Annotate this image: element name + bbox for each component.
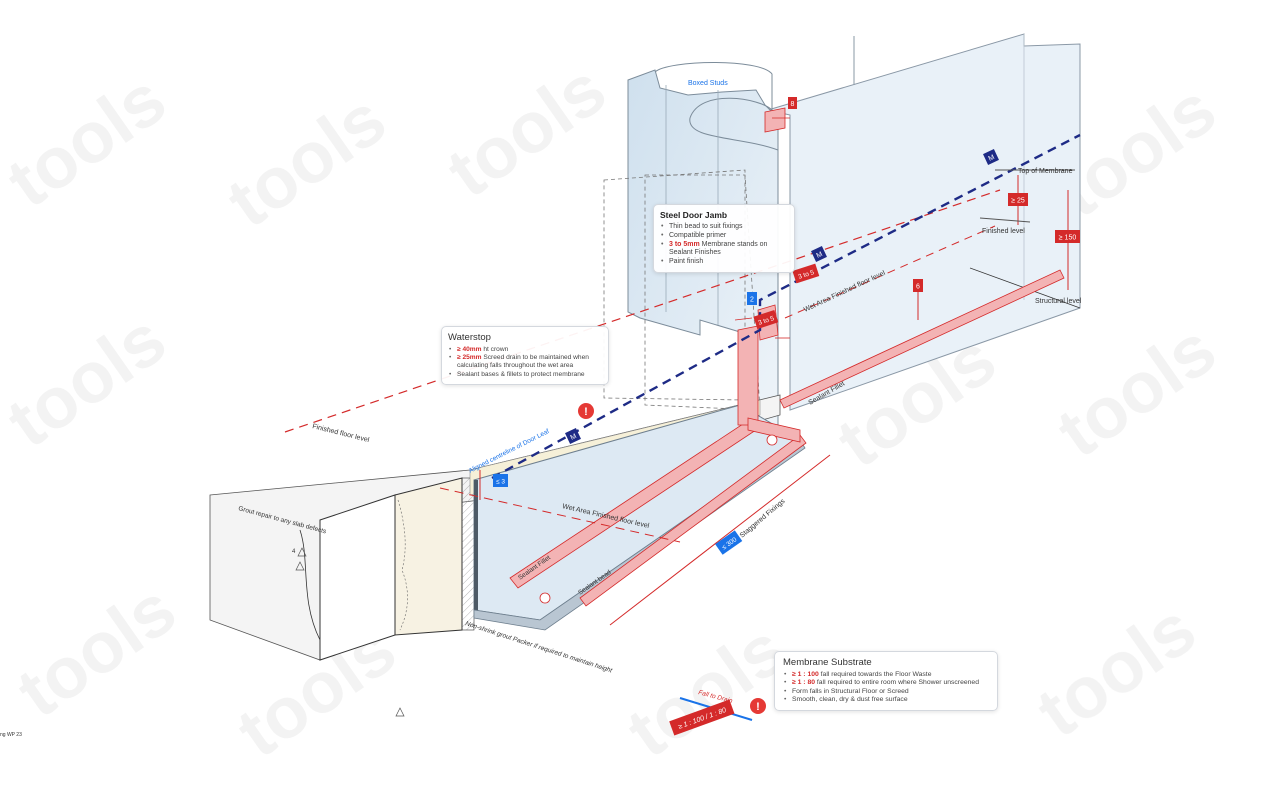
badge-3to5-right-text: 3 to 5 <box>797 269 815 281</box>
label-staggered-fixings: Staggered Fixings <box>739 498 787 540</box>
list-item: ≥ 40mm ht crown <box>449 346 602 354</box>
list-item: Compatible primer <box>661 232 788 241</box>
badge-le3: ≤ 3 <box>493 474 508 487</box>
badge-m-low: M <box>565 428 581 444</box>
alert-icon-glyph: ! <box>584 406 588 418</box>
label-structural-level: Structural level <box>1035 298 1082 305</box>
list-item: ≥ 1 : 80 fall required to entire room wh… <box>784 679 989 688</box>
waterstop-angle <box>473 404 806 631</box>
wall-panel <box>766 33 1081 411</box>
leader-arrows <box>734 117 790 339</box>
waterstop-title: Waterstop <box>448 332 491 343</box>
level-markers <box>295 547 405 717</box>
list-item: ≥ 1 : 100 fall required towards the Floo… <box>784 671 989 680</box>
badge-2-text: 2 <box>750 297 754 304</box>
badge-m-mid: M <box>811 246 827 262</box>
list-item: 3 to 5mm Membrane stands on Sealant Fini… <box>661 241 788 259</box>
badge-3to5-right: 3 to 5 <box>792 263 820 284</box>
watermark-text: tools <box>3 569 190 733</box>
badge-m-top-text: M <box>988 154 996 163</box>
label-triangle-4: 4 <box>292 549 296 555</box>
list-item: Paint finish <box>661 258 788 267</box>
badge-8: 8 <box>788 97 797 109</box>
waterstop-card: Waterstop ≥ 40mm ht crown ≥ 25mm Screed … <box>441 326 609 385</box>
badge-150-text: ≥ 150 <box>1059 235 1077 242</box>
list-item: Form falls in Structural Floor or Screed <box>784 688 989 697</box>
footer-note: ng WP 23 <box>0 732 22 738</box>
badge-8-text: 8 <box>791 101 795 108</box>
badge-le3-text: ≤ 3 <box>496 479 505 486</box>
list-item: Thin bead to suit fixings <box>661 223 788 232</box>
badge-3to5-left: 3 to 5 <box>753 309 779 330</box>
waterstop-list: ≥ 40mm ht crown ≥ 25mm Screed drain to b… <box>448 346 602 379</box>
badge-6-text: 6 <box>916 284 920 291</box>
label-finished-floor-level: Finished floor level <box>312 423 371 444</box>
membrane-substrate-title: Membrane Substrate <box>783 657 872 668</box>
badge-m-low-text: M <box>570 433 578 442</box>
alert-icon: ! <box>750 698 766 714</box>
boxed-studs-label: Boxed Studs <box>688 80 728 87</box>
steel-door-jamb-title: Steel Door Jamb <box>660 210 728 220</box>
membrane-substrate-list: ≥ 1 : 100 fall required towards the Floo… <box>783 671 989 705</box>
badge-2: 2 <box>747 292 757 305</box>
badge-m-mid-text: M <box>816 251 824 260</box>
badge-m-top: M <box>983 149 999 165</box>
list-item: Sealant bases & fillets to protect membr… <box>449 371 602 379</box>
watermark-text: tools <box>0 59 180 223</box>
membrane-substrate-card: Membrane Substrate ≥ 1 : 100 fall requir… <box>774 651 998 711</box>
alert-icon: ! <box>578 403 594 419</box>
label-top-of-membrane: Top of Membrane <box>1018 168 1073 175</box>
alert-icon-glyph: ! <box>756 701 760 713</box>
watermark-text: tools <box>1043 309 1230 473</box>
steel-door-jamb-list: Thin bead to suit fixings Compatible pri… <box>660 223 788 267</box>
list-item: Smooth, clean, dry & dust free surface <box>784 696 989 705</box>
watermark-text: tools <box>1023 589 1210 753</box>
list-item: ≥ 25mm Screed drain to be maintained whe… <box>449 354 602 370</box>
label-finished-level: Finished level <box>982 228 1025 235</box>
steel-door-jamb-card: Steel Door Jamb Thin bead to suit fixing… <box>653 204 795 273</box>
badge-25: ≥ 25 <box>1008 193 1028 206</box>
badge-3to5-left-text: 3 to 5 <box>757 315 775 327</box>
watermark-text: tools <box>0 299 180 463</box>
badge-25-text: ≥ 25 <box>1011 198 1025 205</box>
badge-150: ≥ 150 <box>1055 230 1080 243</box>
watermark-text: tools <box>433 49 620 213</box>
watermark-text: tools <box>213 79 400 243</box>
badge-6: 6 <box>913 279 923 292</box>
